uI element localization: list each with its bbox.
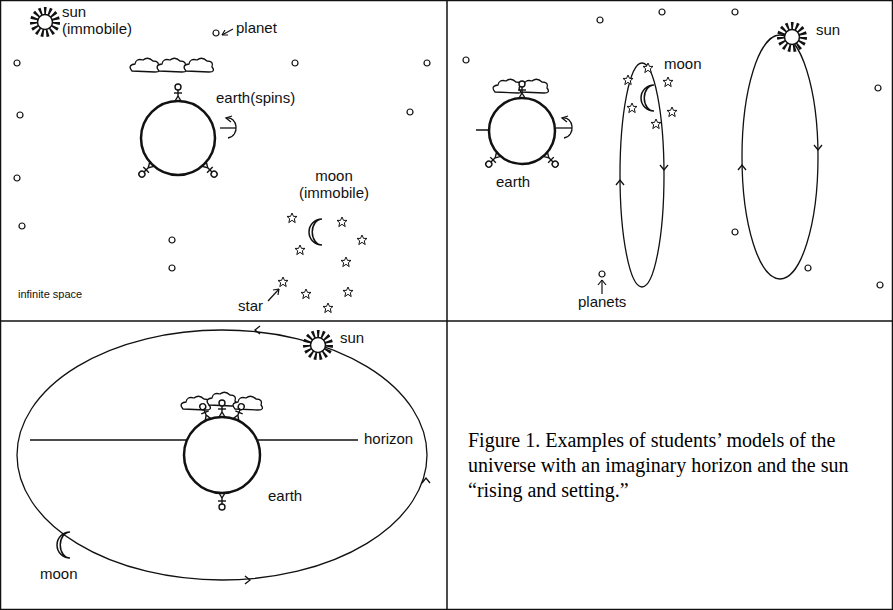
sketch-label: earth bbox=[268, 488, 302, 505]
sketch-label: earth bbox=[496, 174, 530, 191]
sketch-label: sun bbox=[816, 22, 840, 39]
sketch-label: infinite space bbox=[18, 288, 82, 300]
sketch-label: planet bbox=[236, 20, 277, 37]
sketch-label: horizon bbox=[364, 431, 413, 448]
sketch-label: star bbox=[238, 298, 263, 315]
sketch-label: sun (immobile) bbox=[62, 4, 144, 37]
sketch-label: sun bbox=[340, 330, 364, 347]
sketch-label: earth(spins) bbox=[216, 90, 295, 107]
sketch-label: moon bbox=[664, 56, 702, 73]
figure-caption: Figure 1. Examples of students’ models o… bbox=[468, 428, 868, 503]
sketch-label: moon (immobile) bbox=[284, 168, 384, 201]
sketch-label: moon bbox=[40, 566, 78, 583]
sketch-label: planets bbox=[578, 294, 626, 311]
